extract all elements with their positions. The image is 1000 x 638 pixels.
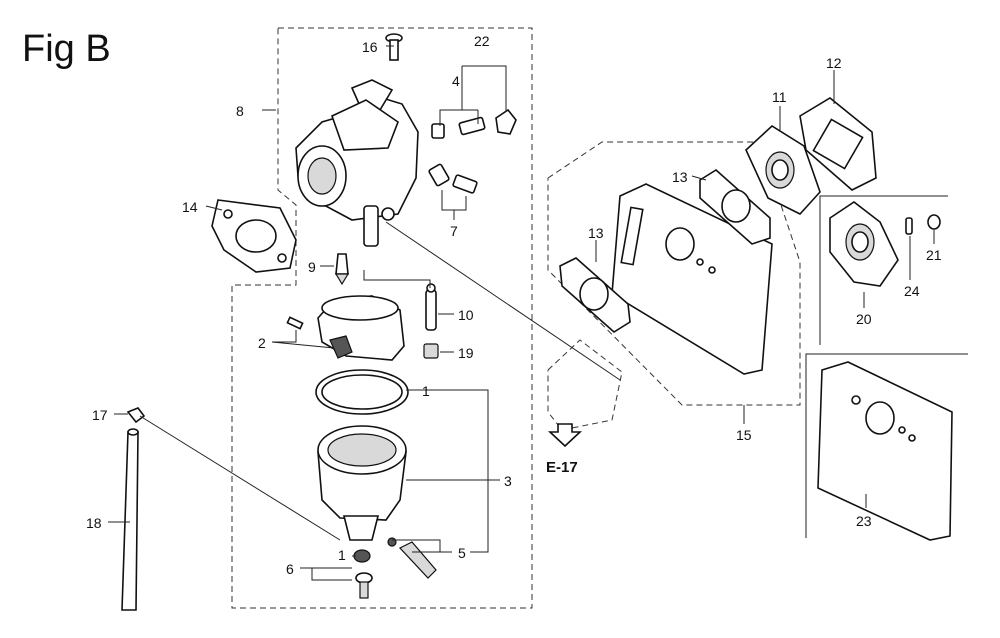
carburetor-body bbox=[295, 79, 419, 247]
pin-24 bbox=[905, 217, 913, 235]
float-assembly bbox=[286, 295, 405, 361]
callout-20: 20 bbox=[856, 311, 872, 327]
leader-lines bbox=[108, 45, 935, 581]
callout-11: 11 bbox=[772, 89, 787, 105]
clip-17 bbox=[126, 407, 146, 424]
cap-21 bbox=[927, 214, 941, 230]
callout-12: 12 bbox=[826, 55, 842, 71]
callout-15: 15 bbox=[736, 427, 752, 443]
callout-22: 22 bbox=[474, 33, 490, 49]
gasket-13-upper bbox=[699, 169, 771, 245]
reference-e17: E-17 bbox=[546, 459, 578, 476]
callout-8: 8 bbox=[236, 103, 244, 119]
o-ring-1 bbox=[315, 369, 409, 415]
callout-3: 3 bbox=[504, 473, 512, 489]
callout-6: 6 bbox=[286, 561, 294, 577]
callout-21: 21 bbox=[926, 247, 942, 263]
fuel-tube-18 bbox=[121, 428, 139, 611]
spacer-11 bbox=[745, 124, 821, 215]
callout-4: 4 bbox=[452, 73, 460, 89]
reference-arrow bbox=[547, 423, 583, 448]
float-bowl-3 bbox=[317, 425, 407, 541]
callout-19: 19 bbox=[458, 345, 474, 361]
plate-15 bbox=[611, 183, 773, 375]
callout-16: 16 bbox=[362, 39, 378, 55]
gasket-13-lower bbox=[559, 257, 631, 333]
screw-set-7 bbox=[428, 163, 478, 194]
callout-24: 24 bbox=[904, 283, 920, 299]
callout-17: 17 bbox=[92, 407, 108, 423]
needle-10 bbox=[425, 283, 437, 331]
assembly-boundaries bbox=[231, 27, 801, 609]
callout-2: 2 bbox=[258, 335, 266, 351]
callout-13-upper: 13 bbox=[672, 169, 688, 185]
bolt-6 bbox=[353, 549, 373, 599]
callout-14: 14 bbox=[182, 199, 198, 215]
screw-19 bbox=[423, 343, 439, 359]
screw-16 bbox=[385, 33, 403, 61]
gasket-23 bbox=[817, 361, 953, 541]
callout-labels: 16 22 4 7 8 14 9 2 10 19 1 3 5 1 6 17 18… bbox=[86, 33, 942, 577]
figure-title: Fig B bbox=[22, 28, 111, 70]
callout-9: 9 bbox=[308, 259, 316, 275]
drain-screw-5 bbox=[387, 537, 437, 579]
callout-5: 5 bbox=[458, 545, 466, 561]
callout-1-upper: 1 bbox=[422, 383, 430, 399]
callout-18: 18 bbox=[86, 515, 102, 531]
gasket-12 bbox=[799, 97, 877, 191]
callout-1-lower: 1 bbox=[338, 547, 346, 563]
spacer-20 bbox=[829, 201, 899, 287]
callout-23: 23 bbox=[856, 513, 872, 529]
callout-10: 10 bbox=[458, 307, 474, 323]
gasket-14 bbox=[211, 199, 297, 273]
jet-9 bbox=[334, 253, 350, 286]
callout-7: 7 bbox=[450, 223, 458, 239]
callout-13-lower: 13 bbox=[588, 225, 604, 241]
group-brackets bbox=[805, 195, 968, 538]
screw-set-22 bbox=[431, 108, 517, 139]
